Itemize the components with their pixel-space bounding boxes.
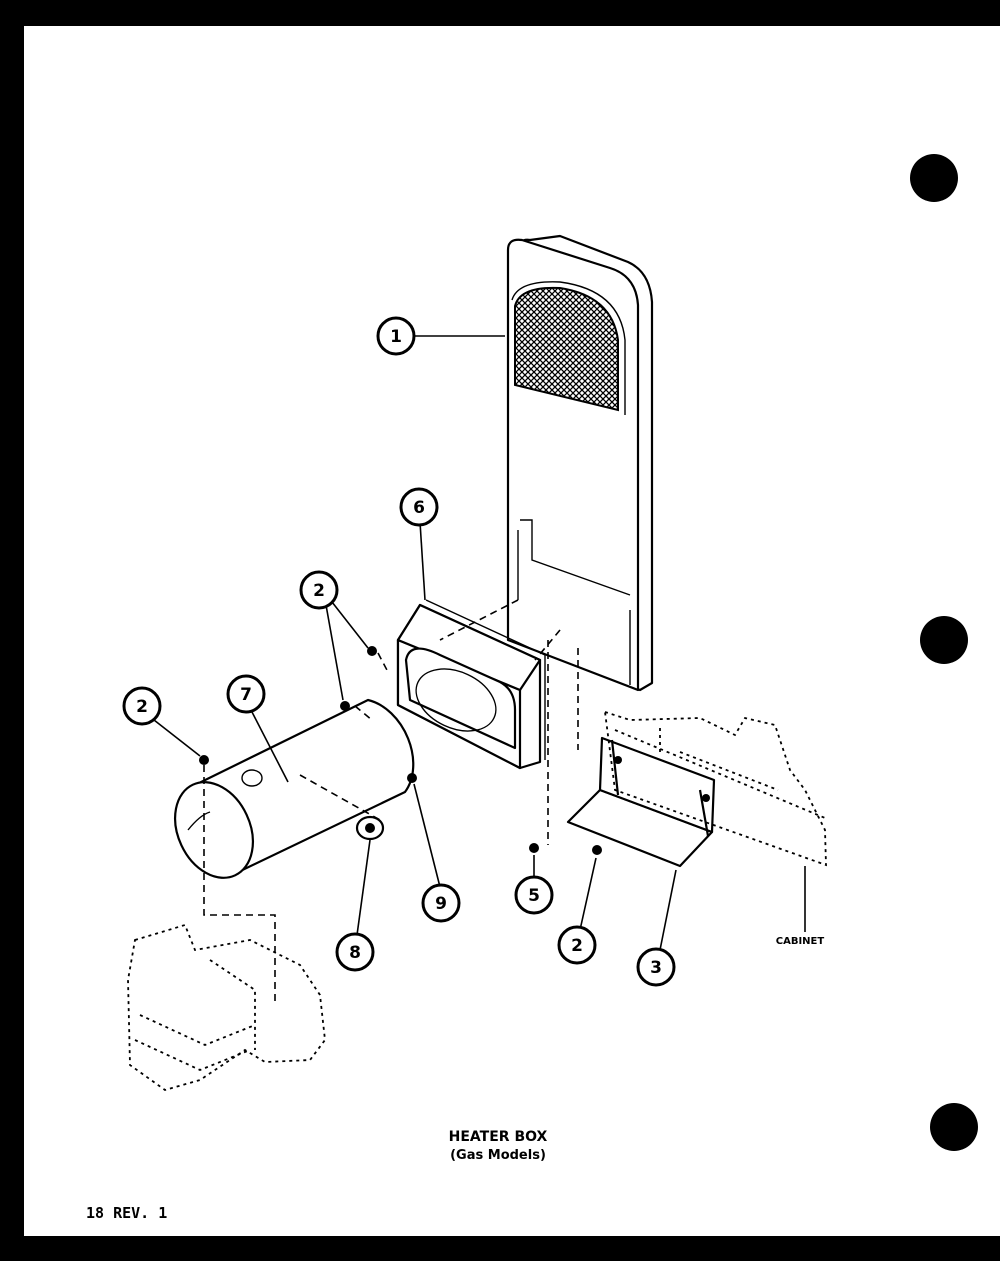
screw-part-2-a — [367, 646, 377, 656]
callout-3-text: 3 — [650, 958, 662, 978]
binder-hole-middle — [920, 616, 968, 664]
duct-part-6 — [396, 599, 546, 770]
cabinet-label: CABINET — [776, 936, 825, 947]
bracket-part-3 — [566, 736, 716, 868]
callout-9: 9 — [421, 883, 461, 923]
fitting-part-8 — [355, 815, 385, 841]
callout-7: 7 — [226, 674, 266, 714]
screw-part-2-d — [592, 845, 602, 855]
screw-part-5 — [529, 843, 539, 853]
callout-1-text: 1 — [390, 327, 402, 347]
leader-lines — [153, 335, 806, 951]
page-reference: 18 REV. 1 — [86, 1204, 167, 1222]
callout-2-left-text: 2 — [136, 697, 148, 717]
binder-hole-bottom — [930, 1103, 978, 1151]
diagram-title: HEATER BOX — [449, 1129, 548, 1145]
callout-9-text: 9 — [435, 894, 447, 914]
callout-5: 5 — [514, 875, 554, 915]
callout-6-text: 6 — [413, 498, 425, 518]
cabinet-outline — [603, 710, 827, 867]
heater-tube-part-7 — [174, 698, 415, 879]
diagram-subtitle: (Gas Models) — [450, 1148, 546, 1163]
callout-3: 3 — [636, 947, 676, 987]
back-panel-part-1 — [506, 234, 654, 692]
assembly-lines — [203, 599, 579, 1005]
callout-6: 6 — [399, 487, 439, 527]
screw-part-2-b — [340, 701, 350, 711]
screw-part-2-c — [199, 755, 209, 765]
callout-2-upper: 2 — [299, 570, 339, 610]
callout-2-right: 2 — [557, 925, 597, 965]
screw-part-9 — [407, 773, 417, 783]
callout-5-text: 5 — [528, 886, 540, 906]
callout-7-text: 7 — [240, 685, 252, 705]
binder-hole-top — [910, 154, 958, 202]
base-outline — [127, 923, 326, 1091]
mesh-grille — [514, 286, 619, 412]
callout-2-left: 2 — [122, 686, 162, 726]
callout-8-text: 8 — [349, 943, 361, 963]
callout-2-upper-text: 2 — [313, 581, 325, 601]
callout-2-right-text: 2 — [571, 936, 583, 956]
callout-1: 1 — [376, 316, 416, 356]
callout-8: 8 — [335, 932, 375, 972]
